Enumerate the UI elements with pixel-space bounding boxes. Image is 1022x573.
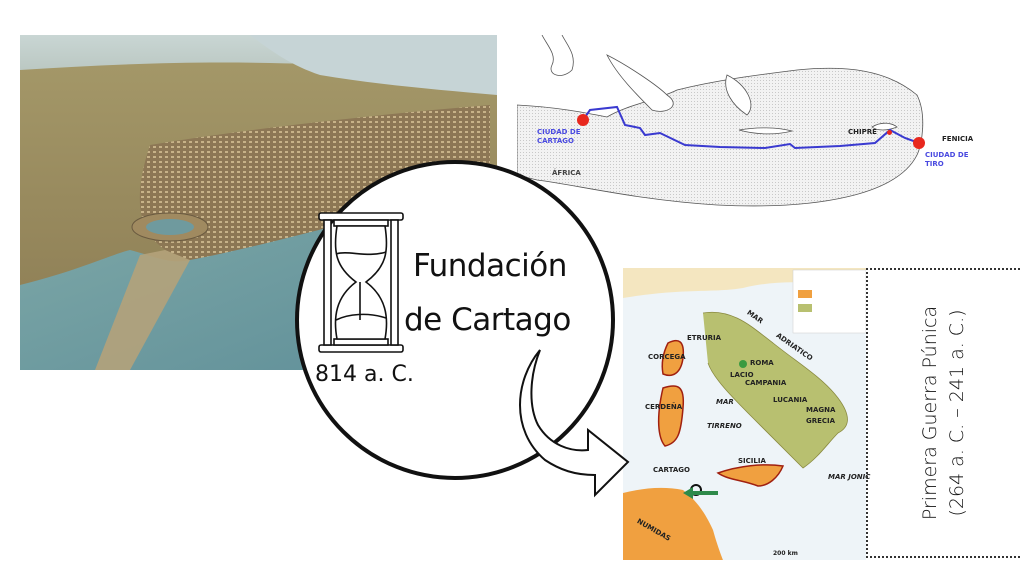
label-magna: MAGNA [806,406,836,414]
foundation-date: 814 a. C. [315,362,414,387]
label-tirreno: TIRRENO [707,422,742,430]
first-punic-war-title: Primera Guerra Púnica [919,305,941,521]
route-line [582,105,920,150]
label-ciudad-de-tiro: CIUDAD DE TIRO [925,151,969,168]
label-etruria: ETRURIA [687,334,722,342]
label-fenicia: FENICIA [942,135,974,143]
tiro-city-dot [913,137,925,149]
title-fundacion: Fundación [413,248,567,284]
label-corcega: CORCEGA [648,353,686,361]
label-africa: ÁFRICA [552,169,581,177]
label-roma: ROMA [750,359,774,367]
cartago-city-dot [577,114,589,126]
label-campania: CAMPANIA [745,379,787,387]
first-punic-war-dates: (264 a. C. – 241 a. C.) [946,309,968,517]
label-sicilia: SICILIA [738,457,766,465]
first-punic-war-box: Primera Guerra Púnica (264 a. C. – 241 a… [866,268,1020,558]
label-cerdena: CERDEÑA [645,403,683,411]
label-chipre: CHIPRE [848,128,877,136]
label-scale: 200 km [773,550,798,557]
first-punic-war-label: Primera Guerra Púnica (264 a. C. – 241 a… [917,306,971,520]
label-grecia: GRECIA [806,417,836,425]
label-lucania: LUCANIA [773,396,808,404]
curved-arrow-icon [519,349,630,498]
label-mar-tirreno-1: MAR [716,398,734,406]
label-lacio: LACIO [730,371,754,379]
first-punic-war-map: CORCEGA CERDEÑA ETRURIA ROMA LACIO CAMPA… [623,268,870,560]
hourglass-icon [318,212,404,353]
label-mar-jonico: MAR JONIC [828,473,871,481]
chipre-dot [887,130,892,135]
title-de-cartago: de Cartago [404,302,571,338]
phoenician-route-map: CIUDAD DE CARTAGO ÁFRICA CHIPRE FENICIA … [517,35,993,222]
label-cartago: CARTAGO [653,466,690,474]
label-ciudad-de-cartago: CIUDAD DE CARTAGO [537,128,581,145]
